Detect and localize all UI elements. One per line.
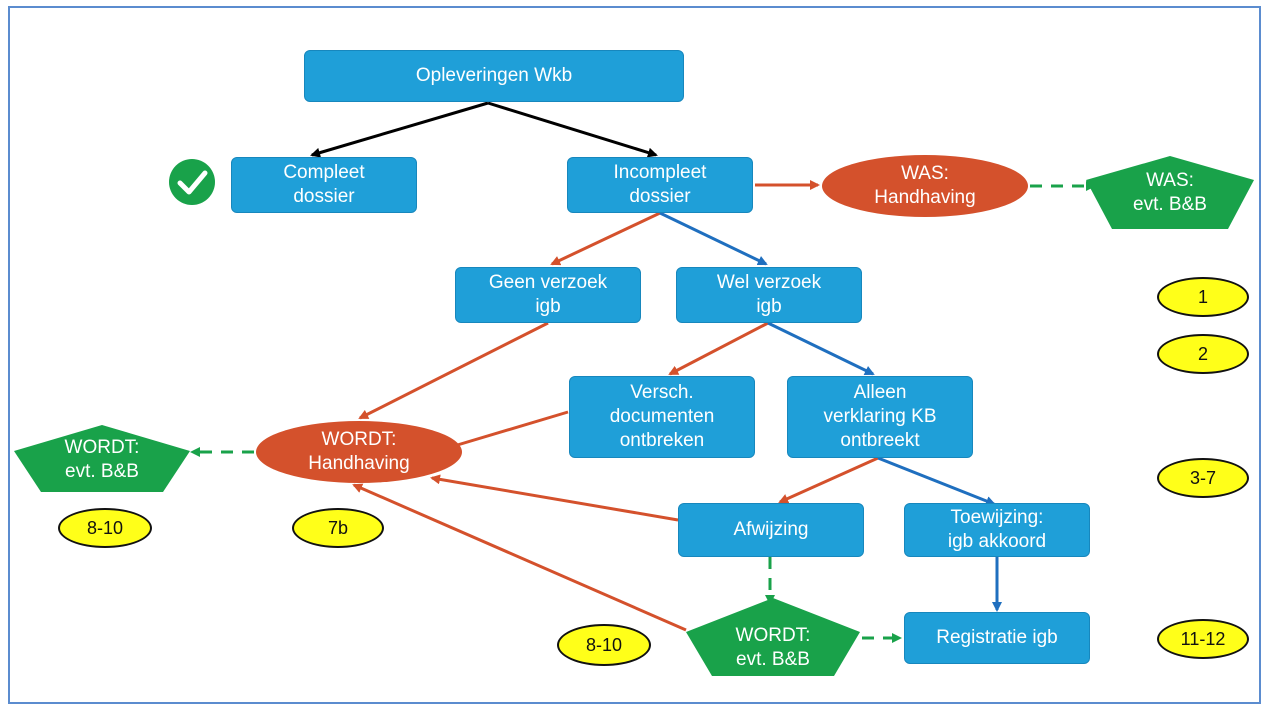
node-versch-documenten: Versch. documenten ontbreken xyxy=(569,376,755,458)
node-registratie-igb: Registratie igb xyxy=(904,612,1090,664)
node-geen-verzoek-igb: Geen verzoek igb xyxy=(455,267,641,323)
arrow-wel-verzoek-to-alleen xyxy=(767,321,875,376)
node-wel-verzoek-igb: Wel verzoek igb xyxy=(676,267,862,323)
step-badge-8-10-left: 8-10 xyxy=(58,508,152,548)
diagram-frame xyxy=(8,6,1261,704)
arrow-wordt-bb-bottom-to-wordt-handhaving xyxy=(352,483,687,632)
wordt-bb-bottom-shape xyxy=(686,598,860,676)
arrow-versch-to-wordt-handhaving xyxy=(442,410,569,452)
arrow-incompleet-to-geen-verzoek xyxy=(550,211,661,266)
node-wordt-bb-left: WORDT: evt. B&B xyxy=(64,437,140,482)
arrow-wel-verzoek-to-versch xyxy=(668,321,769,376)
arrow-incompleet-to-wel-verzoek xyxy=(659,211,768,266)
node-wordt-bb-bottom: WORDT: evt. B&B xyxy=(735,625,811,670)
node-was-handhaving: WAS: Handhaving xyxy=(822,155,1028,217)
check-mark xyxy=(177,170,208,195)
arrow-geen-verzoek-to-wordt-handhaving xyxy=(358,321,549,420)
step-badge-8-10-bottom: 8-10 xyxy=(557,624,651,666)
step-badge-2: 2 xyxy=(1157,334,1249,374)
wordt-bb-left-shape xyxy=(14,425,190,492)
node-wordt-handhaving: WORDT: Handhaving xyxy=(256,421,462,483)
node-incompleet-dossier: Incompleet dossier xyxy=(567,157,753,213)
arrow-afwijzing-to-wordt-handhaving xyxy=(430,474,679,522)
node-alleen-verklaring: Alleen verklaring KB ontbreekt xyxy=(787,376,973,458)
node-afwijzing: Afwijzing xyxy=(678,503,864,557)
arrow-alleen-to-afwijzing xyxy=(778,456,879,504)
node-opleveringen-wkb: Opleveringen Wkb xyxy=(304,50,684,102)
check-circle-bg xyxy=(169,159,215,205)
arrow-root-to-compleet xyxy=(310,101,489,158)
step-badge-3-7: 3-7 xyxy=(1157,458,1249,498)
node-compleet-dossier: Compleet dossier xyxy=(231,157,417,213)
step-badge-1: 1 xyxy=(1157,277,1249,317)
node-toewijzing: Toewijzing: igb akkoord xyxy=(904,503,1090,557)
arrow-alleen-to-toewijzing xyxy=(877,456,996,506)
node-was-bb: WAS: evt. B&B xyxy=(1133,170,1207,215)
step-badge-11-12: 11-12 xyxy=(1157,619,1249,659)
arrow-root-to-incompleet xyxy=(487,101,658,158)
check-circle-icon xyxy=(168,157,216,205)
was-bb-shape xyxy=(1086,156,1254,229)
step-badge-7b: 7b xyxy=(292,508,384,548)
